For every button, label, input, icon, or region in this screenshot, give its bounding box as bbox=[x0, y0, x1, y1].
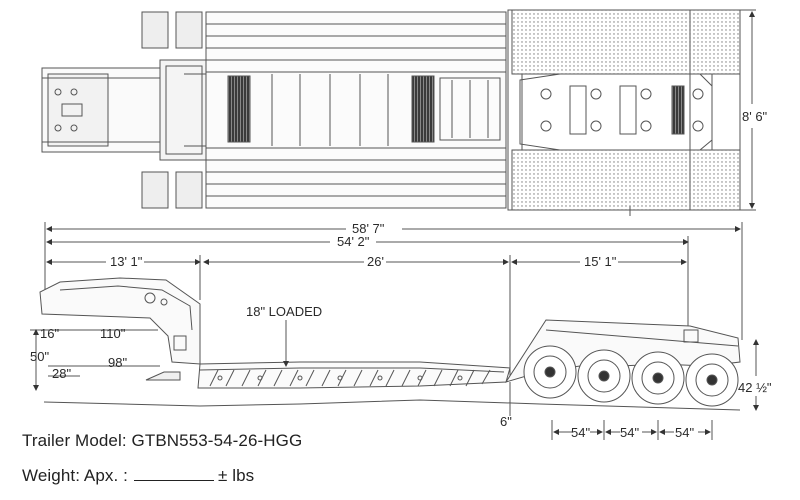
dim-6: 6" bbox=[500, 414, 512, 429]
weight-unit: ± lbs bbox=[217, 466, 255, 485]
deck-plan bbox=[184, 11, 507, 209]
deck-side bbox=[197, 320, 511, 389]
trailer-model-line: Trailer Model: GTBN553-54-26-HGG bbox=[22, 431, 302, 451]
dim-deck-height-loaded: 18" LOADED bbox=[246, 304, 322, 319]
trailer-model-value: GTBN553-54-26-HGG bbox=[131, 431, 303, 450]
trailer-model-label: Trailer Model: bbox=[22, 431, 127, 450]
weight-blank-line bbox=[133, 466, 214, 481]
length-dimensions bbox=[44, 222, 743, 380]
dim-gooseneck-13-1: 13' 1" bbox=[110, 254, 143, 269]
width-dimension bbox=[740, 9, 756, 211]
dim-98: 98" bbox=[108, 355, 127, 370]
dim-110: 110" bbox=[100, 326, 126, 341]
weight-label: Weight: Apx. : bbox=[22, 466, 128, 485]
dim-axle-spacing-1: 54" bbox=[571, 425, 590, 440]
dim-overall-58-7: 58' 7" bbox=[352, 221, 385, 236]
axle-wheels bbox=[523, 345, 739, 407]
weight-line: Weight: Apx. : ± lbs bbox=[22, 466, 254, 486]
gooseneck-plan bbox=[41, 59, 209, 161]
dim-axle-spacing-3: 54" bbox=[675, 425, 694, 440]
dim-16: 16" bbox=[40, 326, 59, 341]
side-dimension-lines bbox=[30, 329, 759, 440]
dim-50: 50" bbox=[30, 349, 49, 364]
top-view bbox=[41, 9, 756, 216]
dim-axle-spacing-2: 54" bbox=[620, 425, 639, 440]
side-view bbox=[30, 277, 759, 440]
ground-line bbox=[43, 399, 741, 411]
dim-28: 28" bbox=[52, 366, 71, 381]
dim-rear-15-1: 15' 1" bbox=[584, 254, 617, 269]
dim-width-8-6: 8' 6" bbox=[742, 109, 768, 124]
rear-section-plan bbox=[507, 9, 741, 216]
dim-deck-26: 26' bbox=[367, 254, 384, 269]
dim-length-54-2: 54' 2" bbox=[337, 234, 370, 249]
dim-rear-height-42-5: 42 ½" bbox=[738, 380, 772, 395]
front-wheels-top bbox=[141, 11, 203, 209]
